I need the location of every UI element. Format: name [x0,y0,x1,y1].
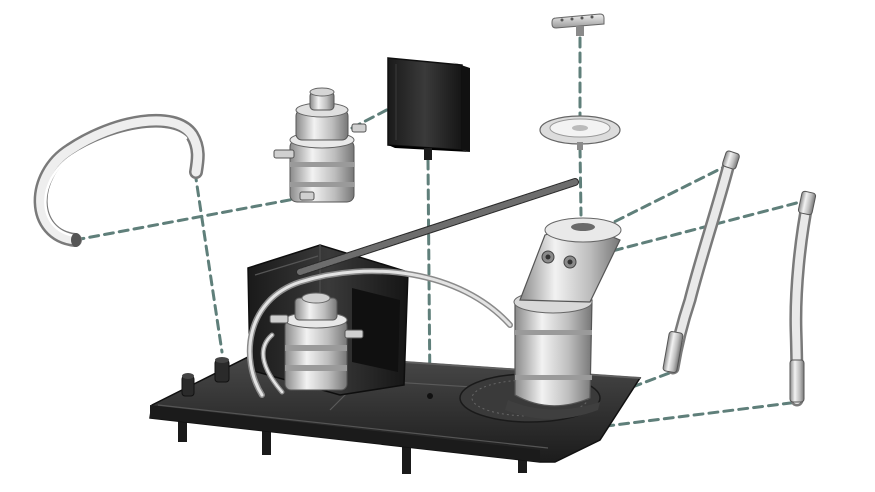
leader-tube-to-tray [193,170,224,354]
tray-leg [402,440,411,474]
reservoir-canister [505,217,622,419]
filter-plate [551,13,605,36]
sender-cap [539,115,621,150]
tray-leg [262,425,271,455]
fuel-pump-module-top [273,87,367,203]
installed-pump-module [269,292,364,391]
braided-line [296,178,579,276]
leader-tray-to-hose-right [573,400,800,432]
installed-fuel-lines [246,268,513,398]
leader-cap-to-canister [578,146,583,217]
tray-leg [178,412,187,442]
leader-canister-to-hose-right [568,198,810,264]
mounting-bracket [387,57,470,160]
flex-hose-left [662,150,740,375]
flex-hose-right [789,190,817,407]
leader-tube-to-pump [73,196,302,242]
leader-bracket-to-tray [426,158,432,397]
bent-metal-tube [33,113,205,247]
